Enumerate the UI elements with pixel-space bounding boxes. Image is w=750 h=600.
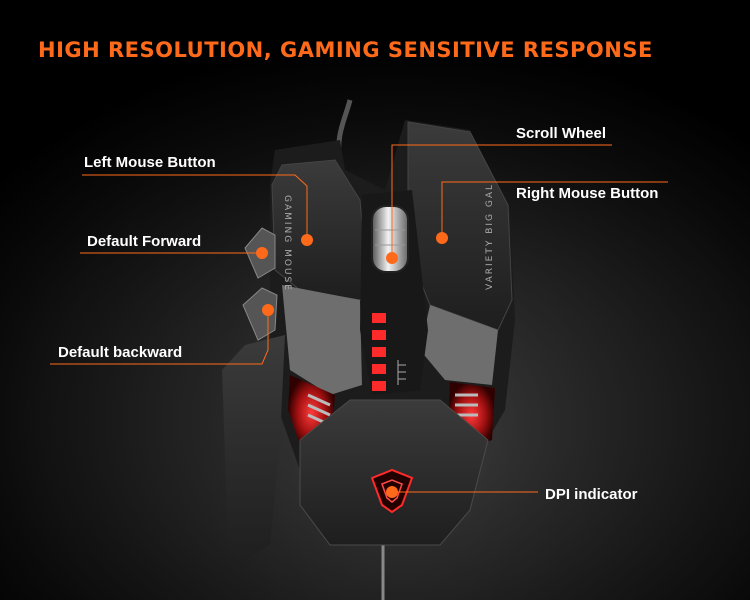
thumb-rest: [222, 335, 285, 565]
callout-dots: [256, 232, 448, 498]
label-right-mouse-button: Right Mouse Button: [516, 185, 659, 202]
right-side-panel: [420, 305, 498, 385]
scroll-wheel-leader: [391, 144, 612, 258]
label-left-mouse-button: Left Mouse Button: [84, 154, 216, 171]
dpi-led-bar: [372, 313, 406, 391]
left-panel-print: GAMING MOUSE: [282, 195, 292, 292]
right-panel-print: VARIETY BIG GAL: [485, 183, 495, 290]
scroll-wheel: [371, 205, 409, 273]
right-button-leader: [441, 181, 668, 238]
headline: HIGH RESOLUTION, GAMING SENSITIVE RESPON…: [38, 38, 653, 62]
label-default-forward: Default Forward: [87, 233, 202, 250]
label-default-backward: Default backward: [58, 344, 183, 361]
label-scroll-wheel: Scroll Wheel: [516, 125, 607, 142]
backward-leader: [50, 310, 269, 365]
left-side-panel: [282, 285, 362, 395]
label-dpi-indicator: DPI indicator: [545, 486, 638, 503]
left-button-leader: [82, 174, 308, 240]
